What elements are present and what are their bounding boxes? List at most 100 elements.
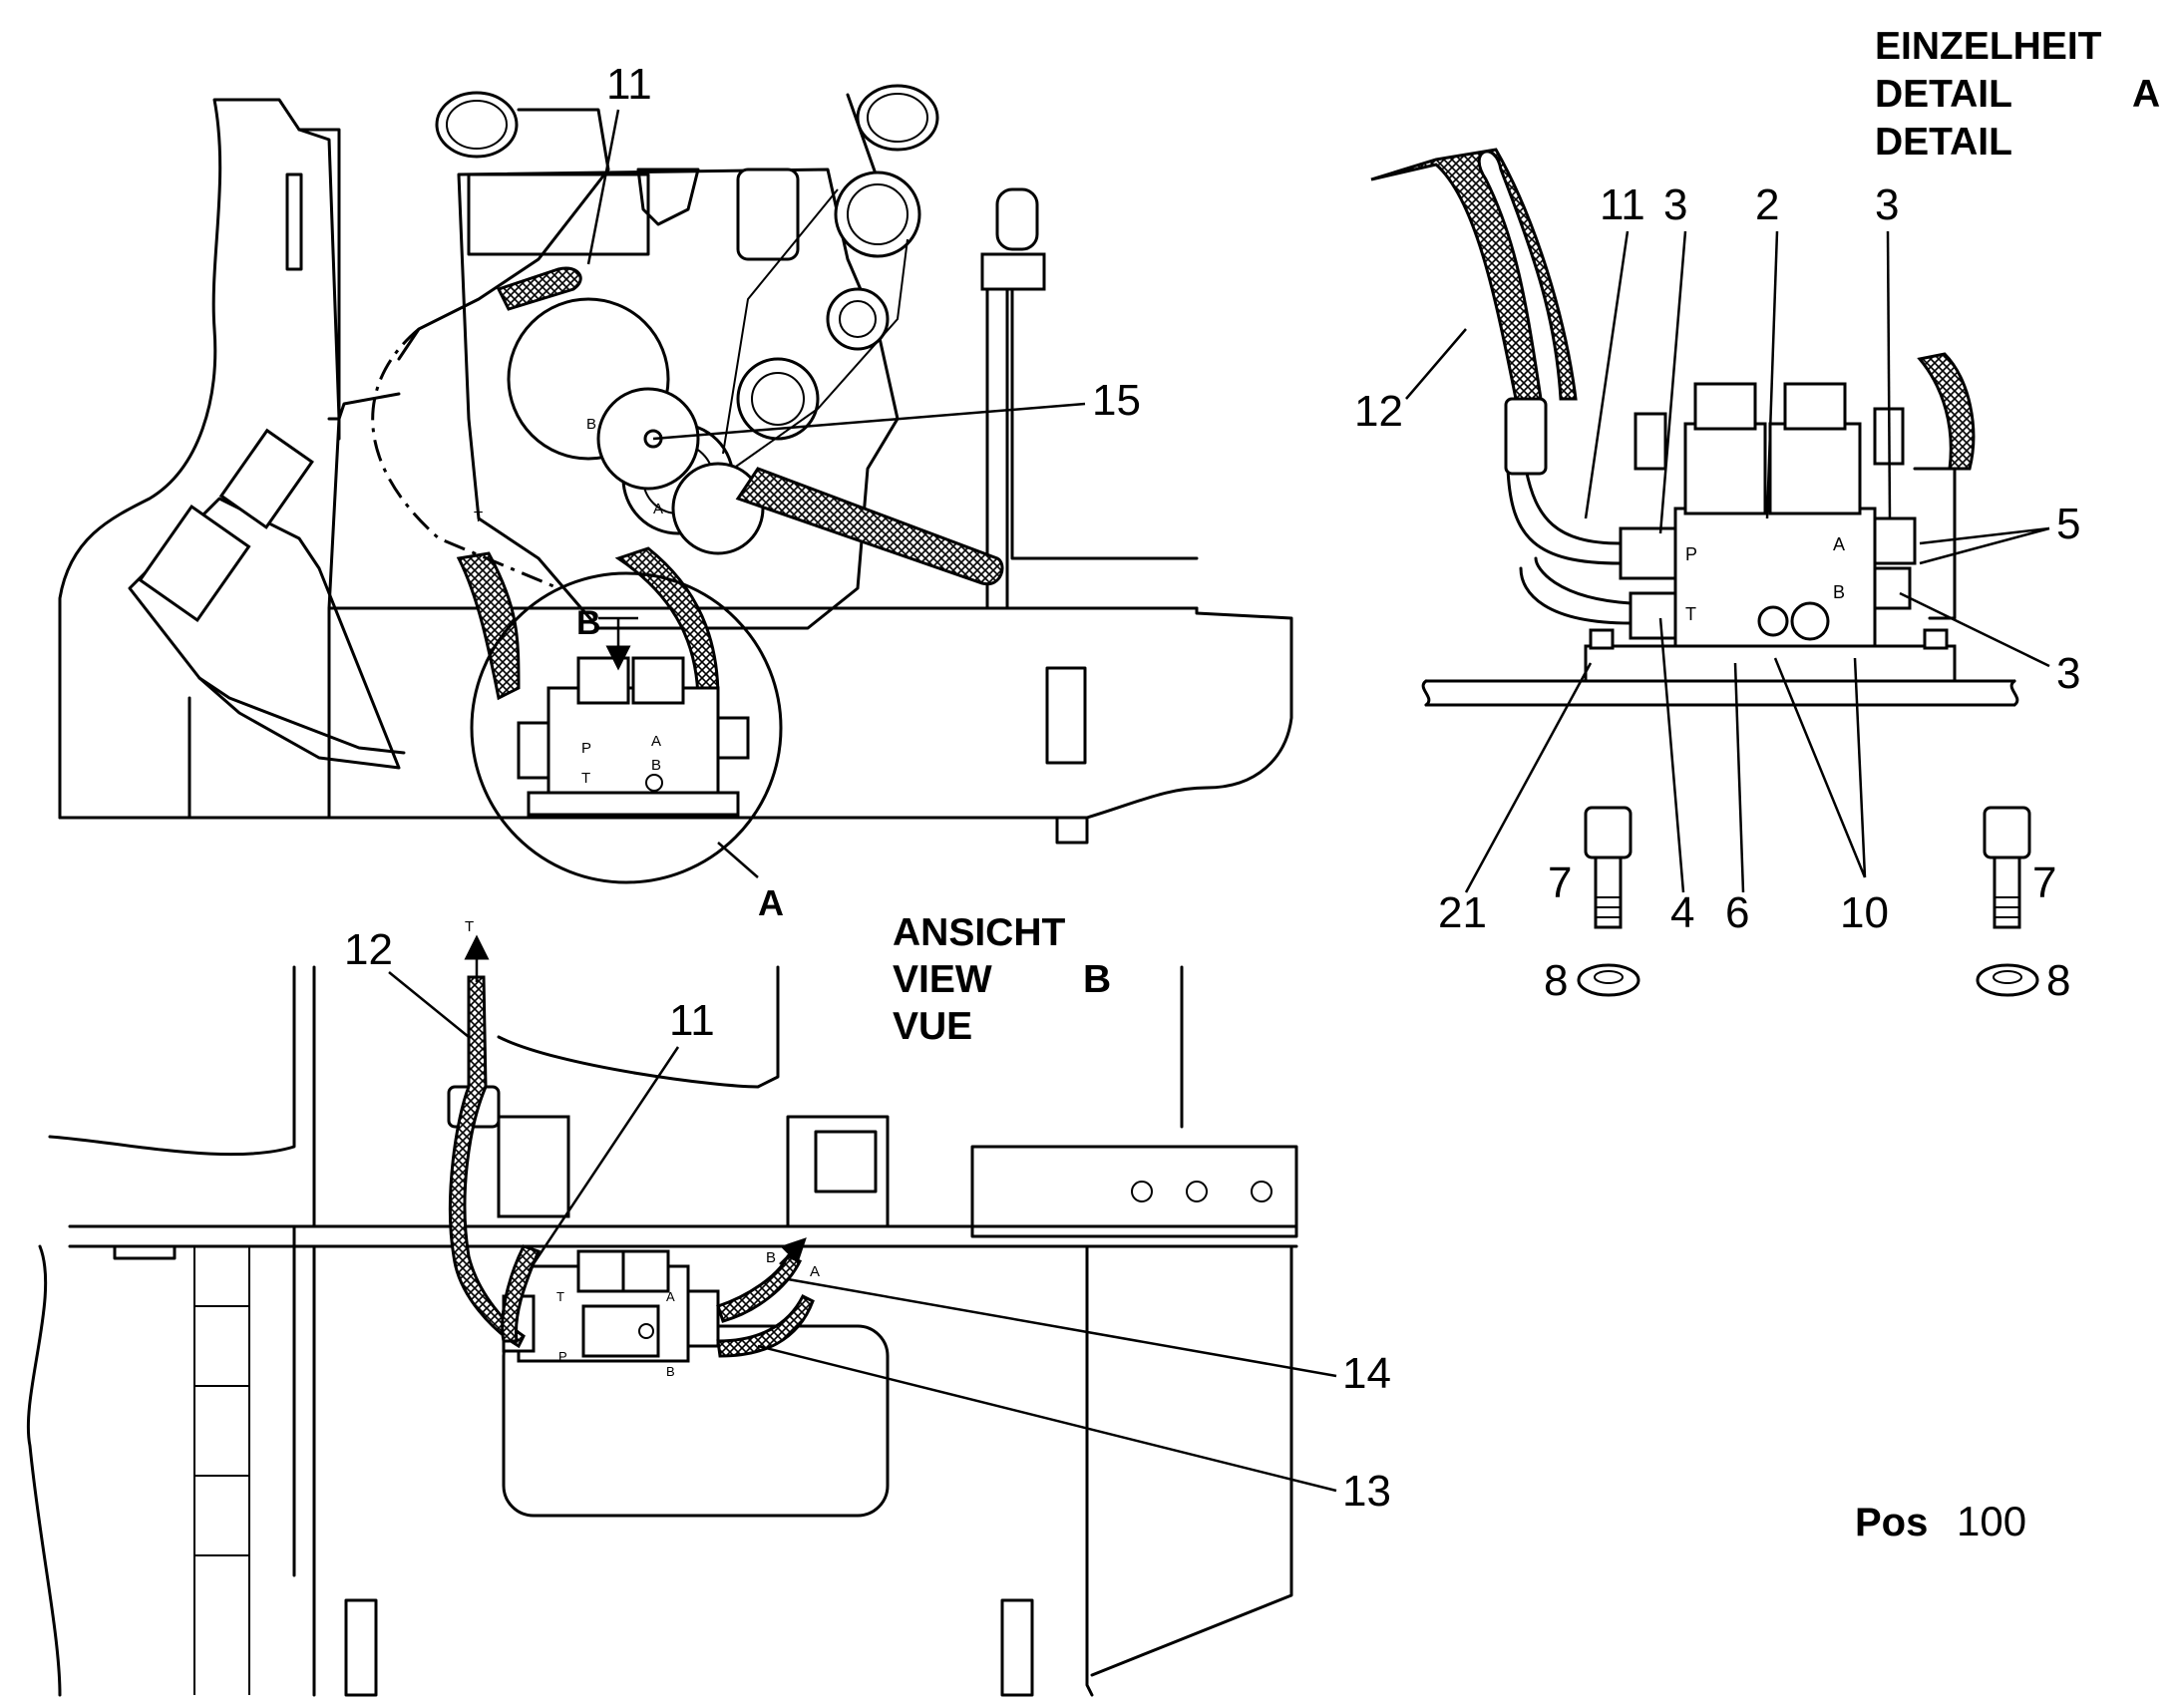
leader-detail-4 xyxy=(1658,617,1685,893)
main-valve-port-b: B xyxy=(651,757,661,774)
detail-port-p: P xyxy=(1685,544,1697,564)
view-hose-b-arrow xyxy=(779,1237,807,1265)
detail-port-b: B xyxy=(1833,582,1845,602)
detail-pipe-p xyxy=(1506,427,1623,565)
left-bracket-tab xyxy=(197,676,406,755)
view-block-upper-inner xyxy=(814,1130,878,1194)
view-b-letter: B xyxy=(576,604,601,642)
main-hose-left xyxy=(456,551,521,701)
detail-fitting-p xyxy=(1619,526,1677,580)
callout-detail-3-right: 3 xyxy=(1875,180,1899,229)
view-header-line3: VUE xyxy=(893,1005,972,1048)
pump-outlet xyxy=(671,462,765,555)
view-frame-left xyxy=(26,965,296,1697)
view-hose-b-label: B xyxy=(766,1249,776,1266)
main-hose-top xyxy=(496,266,582,311)
frame-bracket xyxy=(327,392,401,421)
detail-a-circle xyxy=(470,571,783,884)
detail-a-view: EINZELHEIT DETAIL A DETAIL P T A B xyxy=(1354,25,2160,1005)
callout-detail-3-lower: 3 xyxy=(2056,649,2080,698)
detail-plug-1 xyxy=(1757,605,1789,637)
intake-pipe-right-end xyxy=(856,84,939,152)
view-bracket-right xyxy=(970,1145,1298,1238)
detail-washer-left-hole xyxy=(1594,970,1624,984)
leader-detail-10 xyxy=(1773,657,1867,878)
detail-fitting-b xyxy=(1873,566,1912,610)
leader-detail-12 xyxy=(1405,328,1467,400)
callout-view-13: 13 xyxy=(1342,1467,1391,1516)
view-hose-t-label: T xyxy=(465,918,474,935)
detail-solenoid-right xyxy=(1768,422,1862,515)
left-solenoid-1 xyxy=(138,504,251,623)
timing-cover xyxy=(507,297,670,461)
leader-view-14 xyxy=(787,1277,1337,1378)
leader-detail-6 xyxy=(1733,662,1745,893)
detail-hose-12 xyxy=(1370,148,1578,401)
detail-pipe-sleeve xyxy=(1504,397,1548,476)
detail-plate-tab-2 xyxy=(1923,628,1949,650)
view-header-letter: B xyxy=(1083,958,1111,1001)
callout-detail-21: 21 xyxy=(1438,888,1487,937)
view-valve-port-a: A xyxy=(666,1289,675,1304)
view-clamp-block xyxy=(497,1115,570,1218)
view-valve-port-p: P xyxy=(558,1349,567,1364)
starter-motor xyxy=(736,168,800,261)
view-valve-port-b: B xyxy=(666,1364,675,1379)
detail-a-letter: A xyxy=(758,882,784,923)
leader-main-15 xyxy=(652,402,1086,441)
detail-washer-right-hole xyxy=(1993,970,2022,984)
main-hose-diagonal xyxy=(735,467,1004,586)
view-valve xyxy=(502,1249,720,1363)
detail-right-bracket xyxy=(1913,467,1957,620)
detail-header-line2: DETAIL xyxy=(1875,73,2012,116)
view-bolt-hole-2 xyxy=(1186,1181,1208,1202)
callout-detail-8-left: 8 xyxy=(1544,956,1568,1005)
detail-washer-right xyxy=(1976,963,2039,997)
detail-fitting-t xyxy=(1629,591,1677,640)
detail-washer-left xyxy=(1577,963,1640,997)
view-header-line1: ANSICHT xyxy=(893,911,1066,954)
main-valve xyxy=(517,656,750,817)
position-number: 100 xyxy=(1957,1498,2026,1544)
view-slot-left xyxy=(344,1598,378,1697)
leader-view-11 xyxy=(527,1046,680,1272)
detail-rail xyxy=(1424,679,2016,707)
detail-fitting-a xyxy=(1873,516,1917,565)
leader-detail-11 xyxy=(1584,230,1630,519)
callout-detail-5: 5 xyxy=(2056,500,2080,548)
pulley-mid-hub xyxy=(839,300,877,338)
callout-detail-8-right: 8 xyxy=(2046,956,2070,1005)
callout-main-11: 11 xyxy=(606,60,652,109)
engine-cover xyxy=(467,172,650,256)
detail-pipe-t xyxy=(1519,556,1633,625)
view-tank-lower xyxy=(1085,1244,1094,1697)
main-port-t-label: T xyxy=(474,509,483,525)
detail-header-line3: DETAIL xyxy=(1875,121,2012,164)
leader-main-11 xyxy=(586,109,620,265)
pump-port-a-label: A xyxy=(653,501,663,517)
view-tank xyxy=(497,965,1293,1677)
frame-left-outline xyxy=(58,98,341,820)
intake-pipe-left-end xyxy=(435,91,519,159)
detail-screw-left xyxy=(1584,806,1633,929)
callout-view-11: 11 xyxy=(669,996,715,1045)
callout-detail-7-right: 7 xyxy=(2032,858,2056,907)
main-valve-port-p: P xyxy=(581,740,591,757)
detail-connector-left xyxy=(1634,412,1667,471)
view-frame-slots xyxy=(193,1246,250,1695)
main-engine-view: B A P T A B T A B xyxy=(58,60,1293,923)
pulley-mid xyxy=(826,287,890,351)
callout-detail-12: 12 xyxy=(1354,387,1403,436)
pulley-alt-hub xyxy=(751,372,805,426)
leader-detail-3-lower xyxy=(1899,591,2050,668)
main-valve-port-t: T xyxy=(581,770,590,787)
detail-solenoid-left xyxy=(1683,422,1767,515)
view-frame-tab xyxy=(113,1244,177,1260)
callout-detail-11: 11 xyxy=(1600,180,1645,229)
detail-solenoid-right-cap xyxy=(1783,382,1847,431)
callout-detail-10: 10 xyxy=(1840,888,1889,937)
view-block-upper xyxy=(786,1115,890,1228)
pulley-alt xyxy=(736,357,820,441)
frame-panel xyxy=(297,128,341,441)
